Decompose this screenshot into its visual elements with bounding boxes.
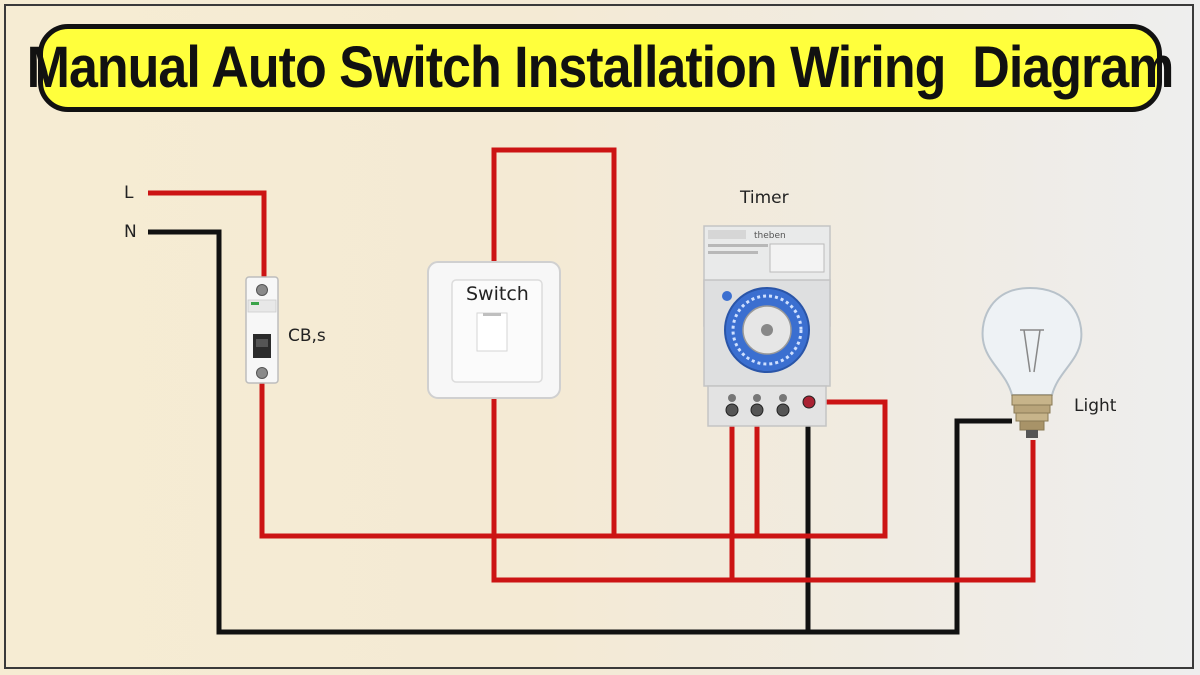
switch-label: Switch	[466, 283, 529, 305]
breaker-label: CB,s	[288, 326, 326, 346]
circuit-breaker	[245, 276, 279, 384]
neutral-main-wire	[148, 229, 1012, 635]
light-bulb-icon	[981, 286, 1083, 438]
title-banner: Manual Auto Switch Installation Wiring D…	[27, 24, 1174, 112]
wall-switch	[427, 261, 561, 399]
neutral-wires	[148, 229, 1012, 635]
line-label: L	[124, 183, 134, 203]
timer-device	[703, 225, 831, 427]
live-wires	[148, 147, 1036, 583]
neutral-label: N	[124, 222, 137, 242]
switch-to-light-wire	[491, 395, 1036, 583]
light-label: Light	[1074, 396, 1117, 416]
breaker-out-bus-wire	[259, 375, 888, 539]
diagram-title: Manual Auto Switch Installation Wiring D…	[26, 35, 1175, 101]
line-to-breaker-wire	[148, 190, 267, 290]
timer-brand-label: theben	[754, 231, 786, 241]
outer-frame	[4, 4, 1194, 669]
timer-label: Timer	[740, 188, 789, 208]
switch-loop-wire	[491, 147, 617, 536]
